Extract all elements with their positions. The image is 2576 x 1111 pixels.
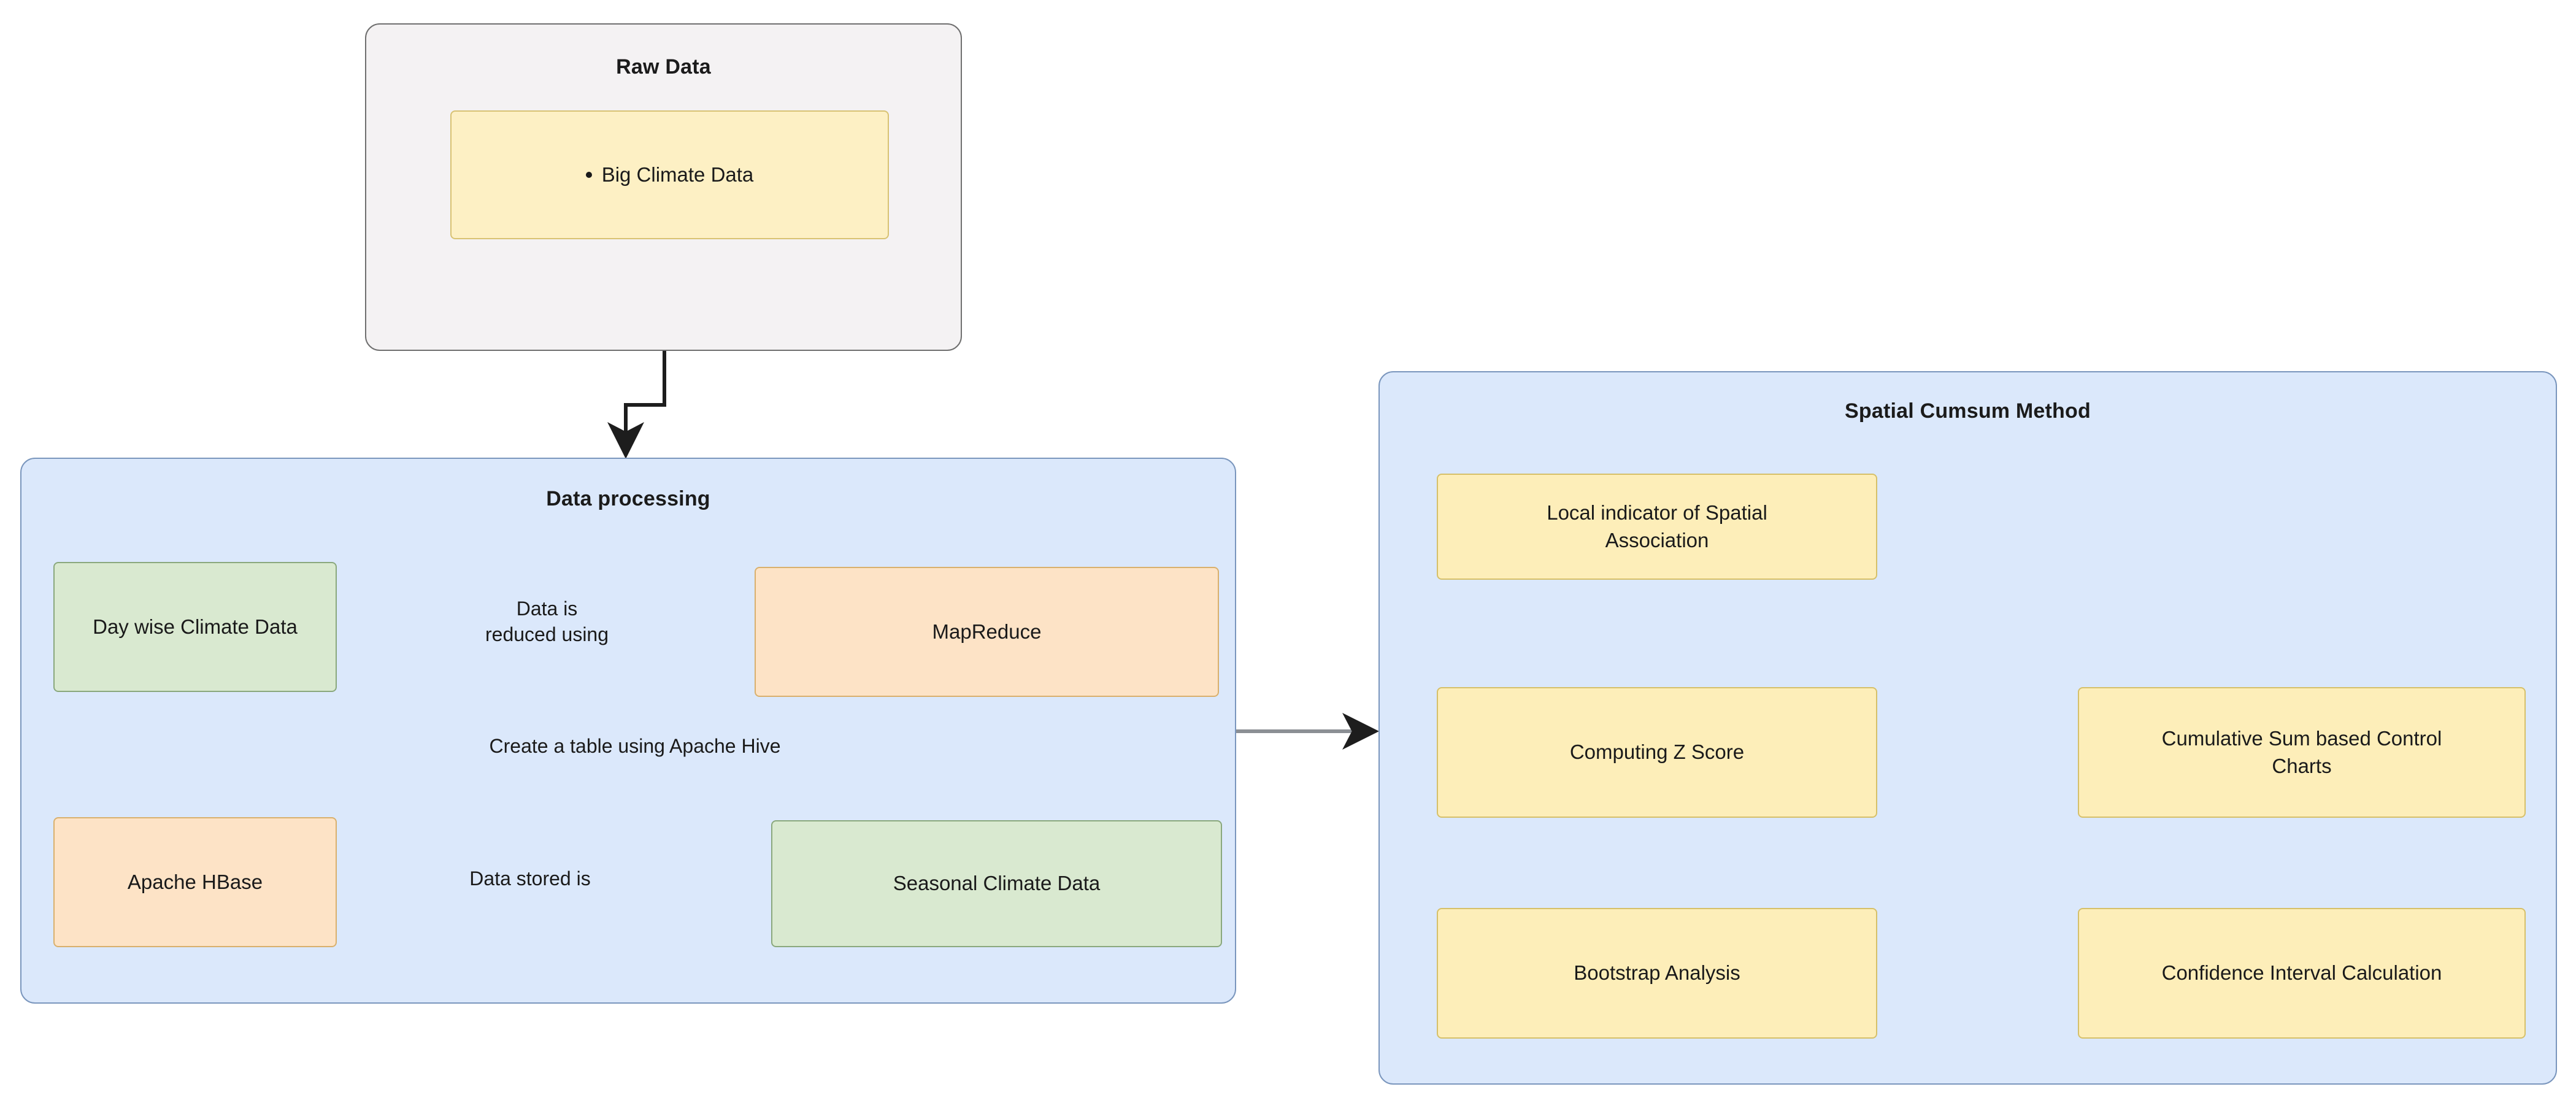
edge-label-data-stored-is: Data stored is: [380, 866, 680, 892]
node-big-climate-data-label: Big Climate Data: [601, 163, 754, 186]
node-mapreduce-label: MapReduce: [932, 620, 1042, 643]
node-cumulative-sum-control-charts[interactable]: Cumulative Sum based Control Charts: [2078, 687, 2526, 818]
node-cumulative-sum-control-charts-label: Cumulative Sum based Control Charts: [2161, 726, 2442, 777]
edge-label-data-is-reduced-using: Data is reduced using: [390, 596, 704, 648]
big-climate-data-bullet-row: Big Climate Data: [585, 163, 754, 186]
edge-label-create-table-apache-hive: Create a table using Apache Hive: [409, 734, 861, 759]
node-apache-hbase[interactable]: Apache HBase: [53, 817, 337, 947]
node-big-climate-data[interactable]: Big Climate Data: [450, 110, 889, 239]
node-confidence-interval-calculation[interactable]: Confidence Interval Calculation: [2078, 908, 2526, 1039]
container-raw-data[interactable]: Raw Data Big Climate Data: [365, 23, 962, 351]
node-seasonal-climate-data-label: Seasonal Climate Data: [893, 872, 1101, 895]
node-confidence-interval-calculation-label: Confidence Interval Calculation: [2161, 961, 2442, 985]
container-data-processing[interactable]: Data processing Day wise Climate Data Ma…: [20, 458, 1236, 1004]
bullet-icon: [585, 172, 592, 178]
node-day-wise-climate-data[interactable]: Day wise Climate Data: [53, 562, 337, 692]
container-spatial-cumsum-title: Spatial Cumsum Method: [1845, 399, 2091, 423]
node-mapreduce[interactable]: MapReduce: [755, 567, 1219, 697]
edge-raw-to-processing: [607, 351, 666, 459]
node-bootstrap-analysis[interactable]: Bootstrap Analysis: [1437, 908, 1877, 1039]
node-computing-z-score-label: Computing Z Score: [1569, 740, 1745, 764]
node-local-indicator-spatial-association-label: Local indicator of Spatial Association: [1547, 501, 1767, 552]
node-computing-z-score[interactable]: Computing Z Score: [1437, 687, 1877, 818]
node-apache-hbase-label: Apache HBase: [127, 870, 263, 893]
container-spatial-cumsum-method[interactable]: Spatial Cumsum Method Local indicator of…: [1378, 371, 2557, 1085]
node-day-wise-climate-data-label: Day wise Climate Data: [93, 615, 298, 638]
node-local-indicator-spatial-association[interactable]: Local indicator of Spatial Association: [1437, 474, 1877, 580]
node-bootstrap-analysis-label: Bootstrap Analysis: [1574, 961, 1740, 985]
node-seasonal-climate-data[interactable]: Seasonal Climate Data: [771, 820, 1222, 947]
container-raw-data-title: Raw Data: [616, 55, 711, 79]
container-data-processing-title: Data processing: [546, 487, 710, 510]
